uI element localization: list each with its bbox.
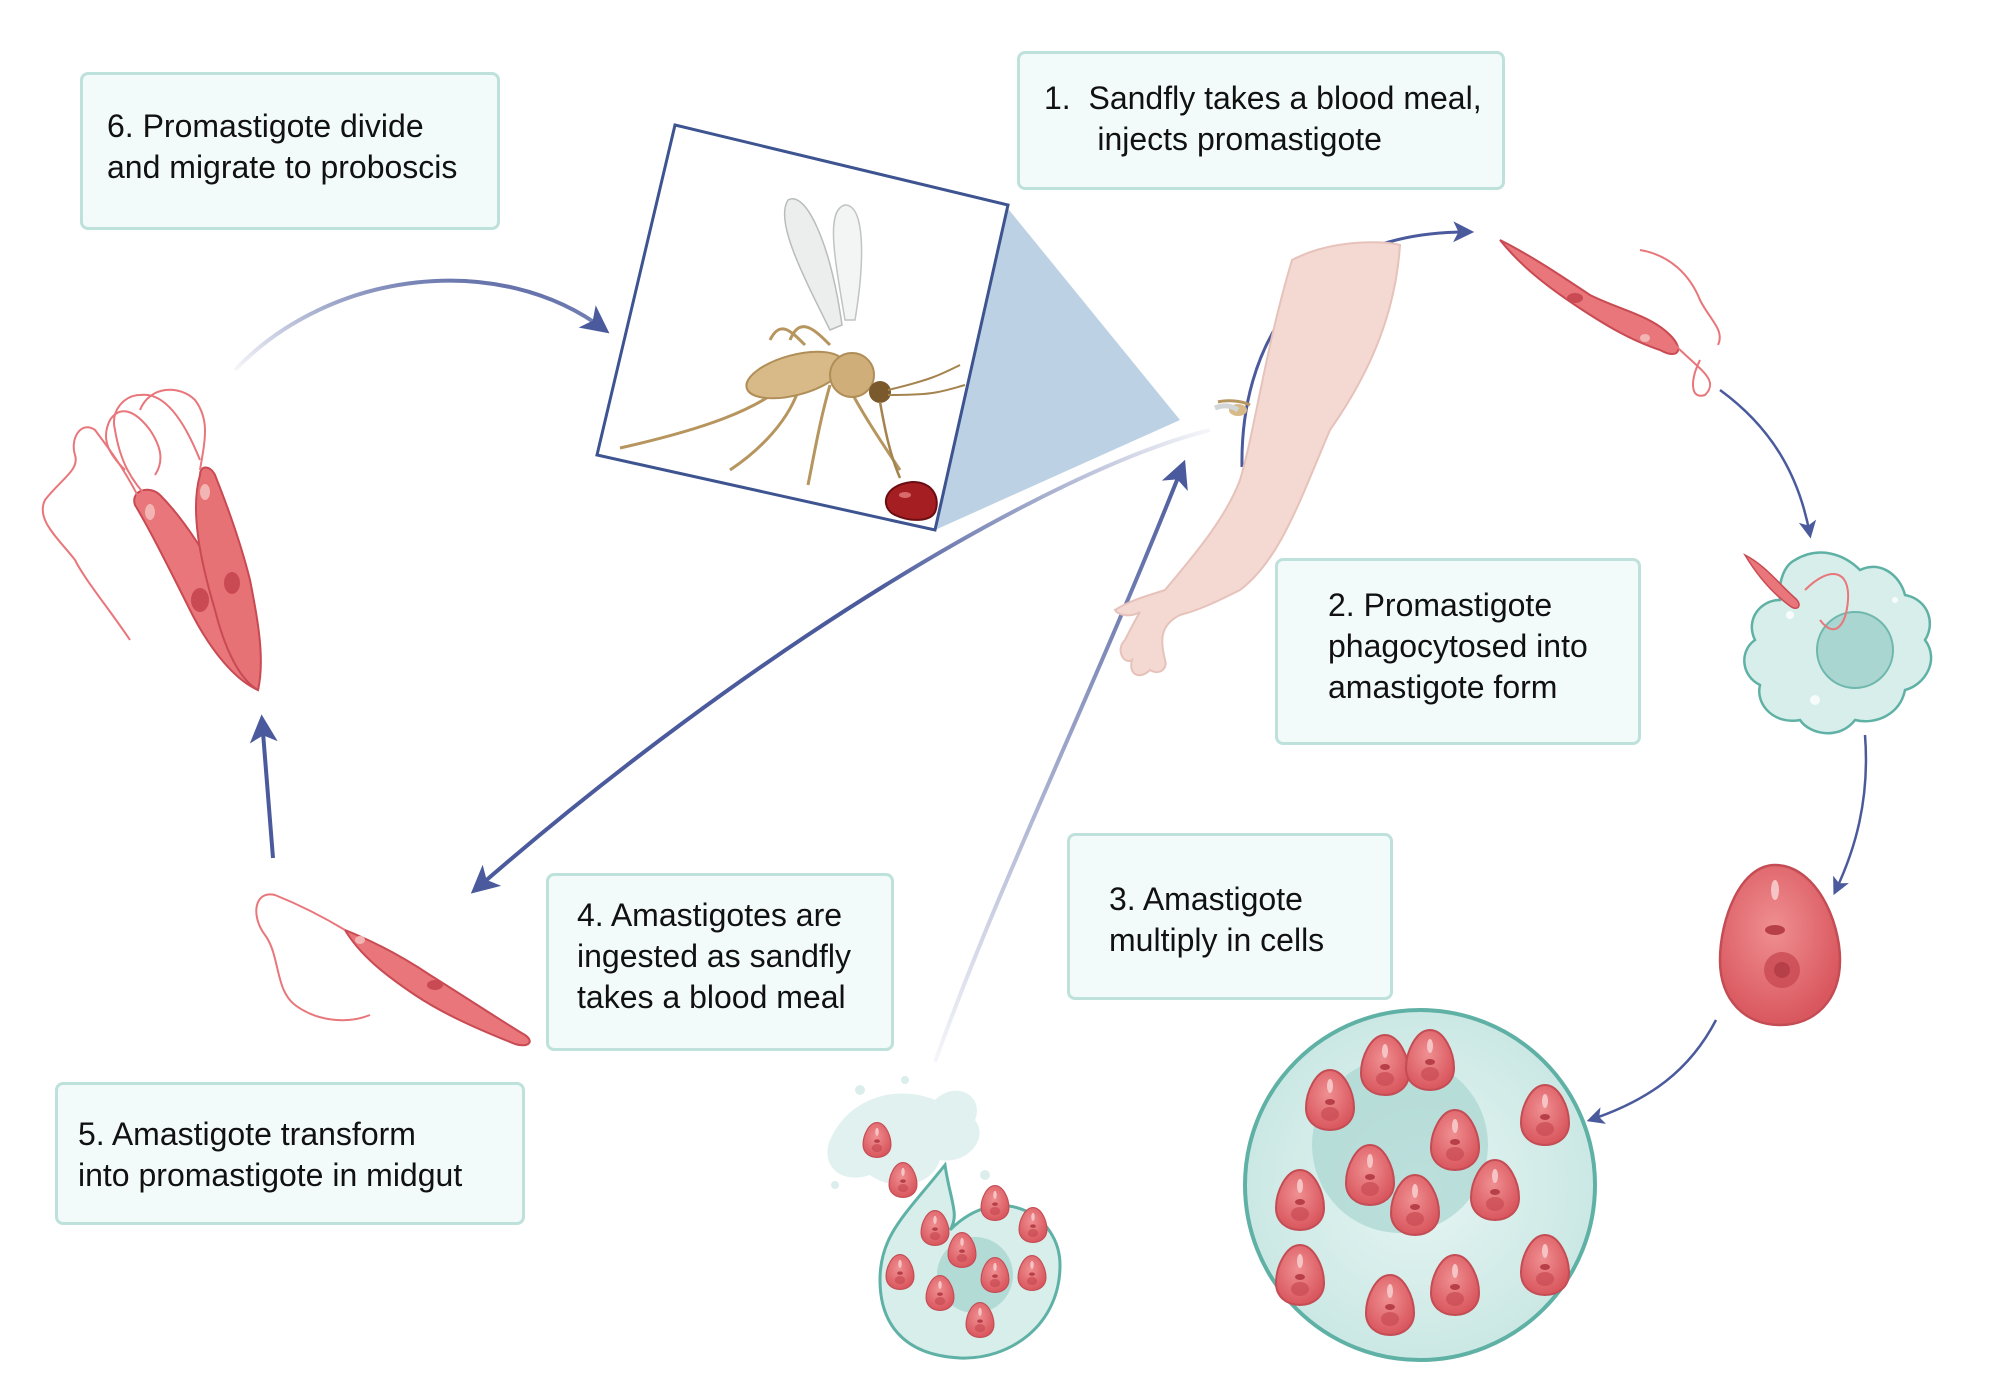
arrow-arm-to-midgut: [470, 428, 1211, 894]
human-arm: [1113, 241, 1402, 677]
step-3-text: 3. Amastigote multiply in cells: [1109, 881, 1325, 958]
step-2-text: 2. Promastigote phagocytosed into amasti…: [1328, 587, 1588, 705]
step-5-box: 5. Amastigote transform into promastigot…: [55, 1082, 525, 1225]
promastigote-midgut: [255, 893, 531, 1047]
zoom-callout: [935, 205, 1180, 530]
step-5-text: 5. Amastigote transform into promastigot…: [78, 1116, 463, 1193]
arrow-promastigote-to-macrophage: [1719, 388, 1817, 539]
sandfly-zoom-box: [595, 123, 1010, 532]
step-4-box: 4. Amastigotes are ingested as sandfly t…: [546, 873, 894, 1051]
arrow-6-to-sandfly: [233, 278, 610, 372]
arrow-macrophage-to-amastigote: [1833, 734, 1868, 896]
arrow-5-to-6: [249, 714, 278, 859]
arrow-amastigote-to-infected-cell: [1586, 1019, 1718, 1124]
step-1-box: 1. Sandfly takes a blood meal, injects p…: [1017, 51, 1505, 190]
promastigotes-dividing: [41, 388, 262, 692]
step-6-text: 6. Promastigote divide and migrate to pr…: [107, 108, 458, 185]
macrophage: [1743, 551, 1933, 735]
arrow-ruptured-cell-to-arm: [933, 459, 1188, 1063]
promastigote-injected: [1499, 239, 1721, 397]
step-1-text: 1. Sandfly takes a blood meal, injects p…: [1044, 80, 1482, 157]
step-2-box: 2. Promastigote phagocytosed into amasti…: [1275, 558, 1641, 745]
amastigote-single: [1718, 863, 1842, 1027]
step-3-box: 3. Amastigote multiply in cells: [1067, 833, 1393, 1000]
step-6-box: 6. Promastigote divide and migrate to pr…: [80, 72, 500, 230]
step-4-text: 4. Amastigotes are ingested as sandfly t…: [577, 897, 851, 1015]
